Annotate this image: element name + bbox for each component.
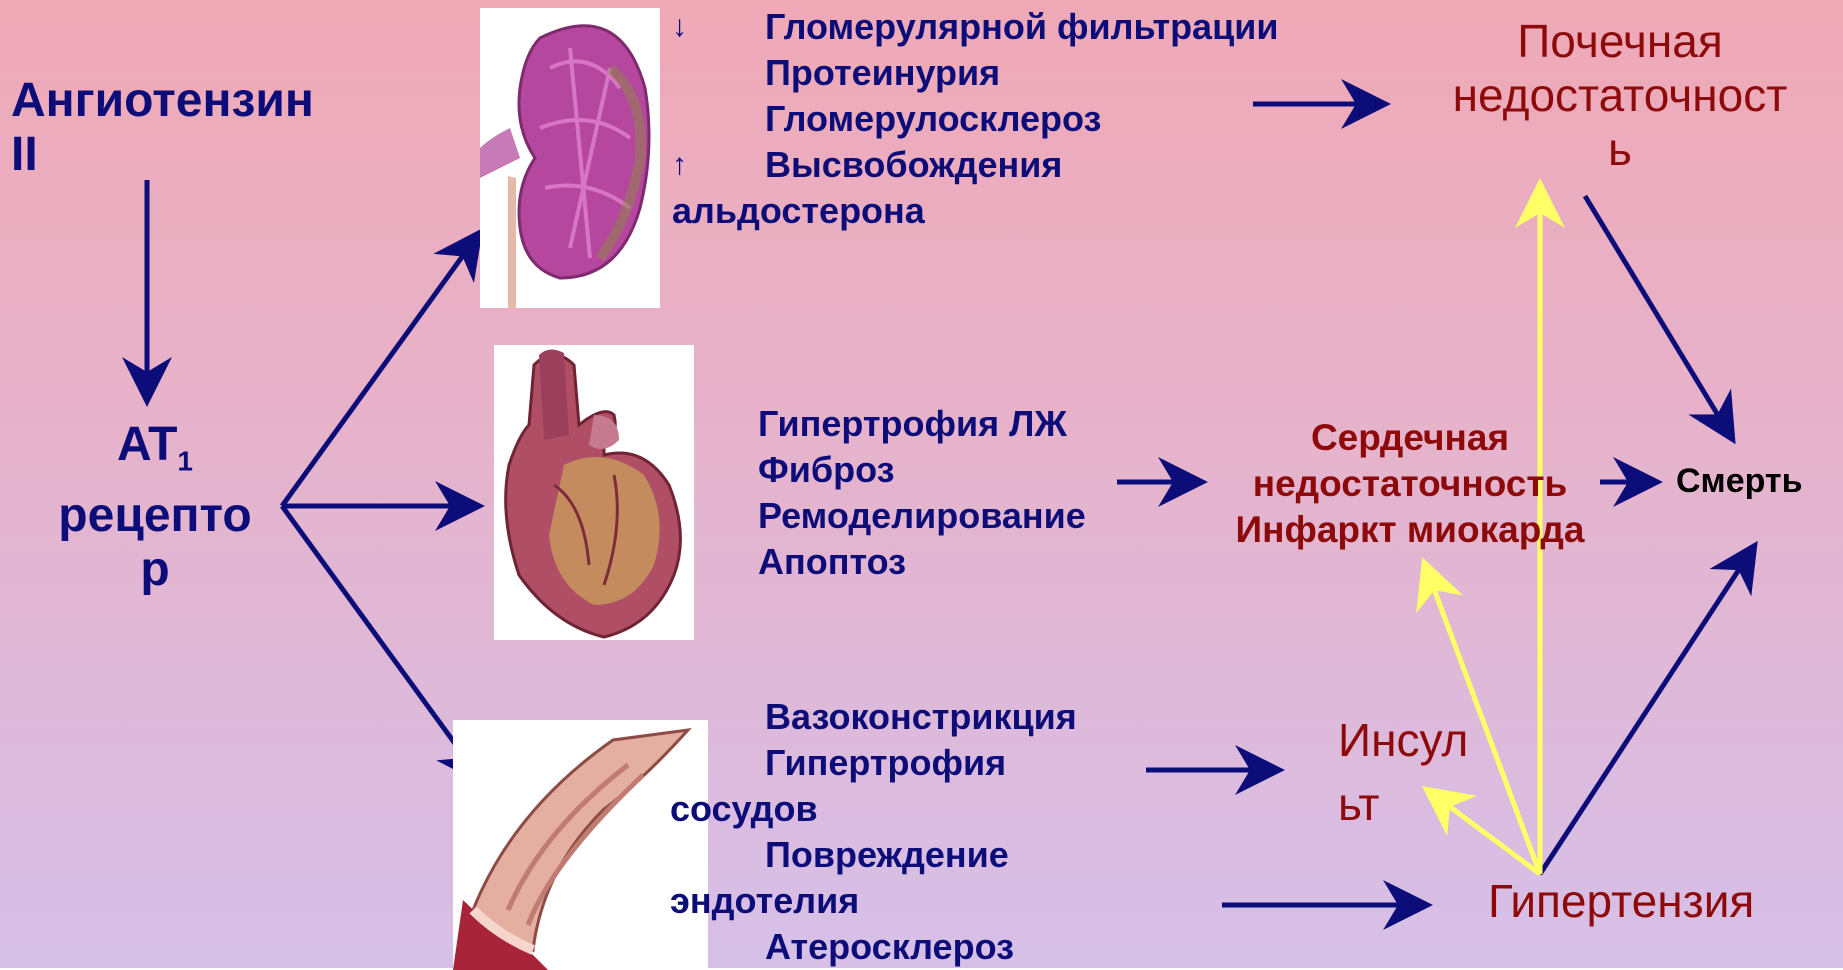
heart-effects: Гипертрофия ЛЖ Фиброз Ремоделирование Ап… bbox=[758, 401, 1086, 585]
arrow-renal-to-death bbox=[1585, 196, 1733, 440]
renal-failure-label: Почечная недостаточност ь bbox=[1420, 14, 1820, 176]
vessel-effects: Вазоконстрикция Гипертрофия сосудов Повр… bbox=[670, 694, 1077, 970]
arrow-receptor-to-kidney bbox=[282, 232, 480, 506]
kidney-effects: ↓ Гломерулярной фильтрации Протеинурия Г… bbox=[672, 4, 1278, 234]
decrease-arrow-icon: ↓ bbox=[672, 4, 687, 50]
cardiac-outcome-label: Сердечная недостаточность Инфаркт миокар… bbox=[1200, 415, 1620, 553]
death-label: Смерть bbox=[1676, 462, 1803, 501]
arrow-hypertension-to-death bbox=[1540, 545, 1755, 874]
stroke-label: Инсул ьт bbox=[1338, 708, 1468, 836]
heart-icon bbox=[494, 345, 694, 640]
kidney-image bbox=[480, 8, 660, 308]
kidney-icon bbox=[480, 8, 660, 308]
angiotensin-label: Ангиотензин II bbox=[11, 74, 314, 182]
increase-arrow-icon: ↑ bbox=[672, 142, 687, 188]
hypertension-label: Гипертензия bbox=[1488, 874, 1754, 928]
heart-image bbox=[494, 345, 694, 640]
at1-receptor-label: AT1 рецепто р bbox=[40, 418, 270, 597]
